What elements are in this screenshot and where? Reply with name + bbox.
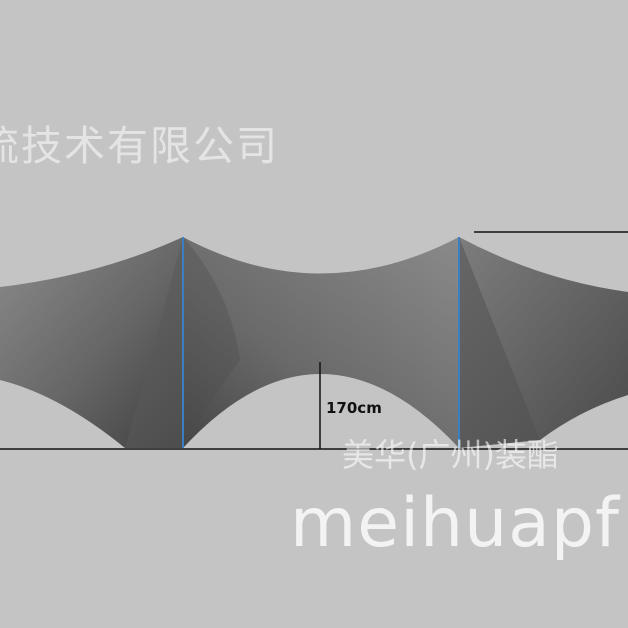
membrane-shade-middle-left (183, 237, 240, 448)
membrane-panel-left (0, 237, 183, 448)
membrane-fold-left (125, 237, 183, 448)
dimension-label-height: 170cm (326, 399, 382, 417)
membrane-arch-opening (183, 374, 459, 448)
watermark-company-cn: 美华(广州)装酯 (342, 436, 559, 474)
membrane-fold-right (459, 237, 540, 448)
watermark-company-text: 流技术有限公司 (0, 122, 279, 170)
watermark-domain: meihuapf (290, 484, 620, 563)
